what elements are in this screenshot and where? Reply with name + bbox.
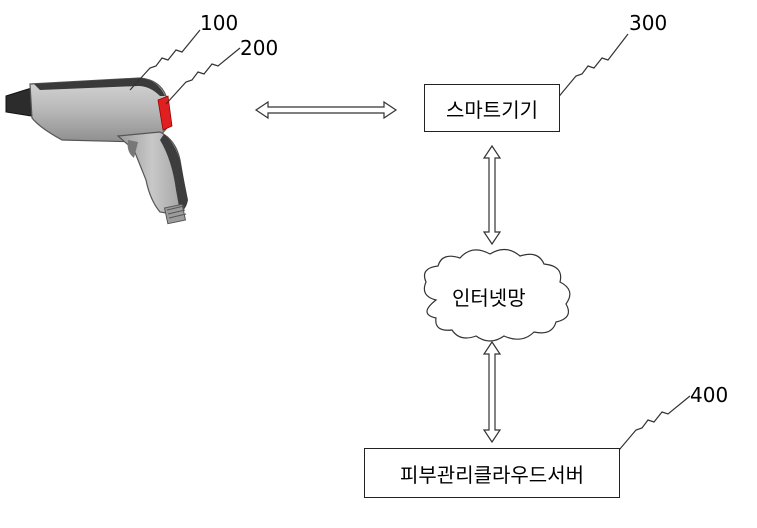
ref-number-200: 200	[240, 36, 279, 60]
internet-server-link-arrow	[482, 340, 502, 444]
device-smart-link-arrow	[254, 100, 398, 120]
cloud-server-label: 피부관리클라우드서버	[400, 462, 584, 487]
skin-care-device-illustration	[5, 77, 188, 225]
leader-line-300	[555, 33, 629, 101]
smart-device-box: 스마트기기	[424, 84, 560, 132]
cable-connector	[163, 203, 187, 225]
ref-number-400: 400	[690, 383, 729, 407]
internet-cloud-shape	[423, 248, 571, 342]
ref-number-100: 100	[200, 11, 239, 35]
red-button-indicator	[157, 95, 173, 131]
smart-internet-link-arrow	[482, 144, 502, 246]
leader-line-200	[165, 47, 241, 105]
cloud-server-box: 피부관리클라우드서버	[364, 448, 620, 498]
ref-number-300: 300	[629, 11, 668, 35]
internet-label: 인터넷망	[452, 286, 526, 310]
smart-device-label: 스마트기기	[446, 97, 538, 122]
leader-line-100	[129, 29, 201, 91]
leader-line-400	[613, 395, 691, 457]
